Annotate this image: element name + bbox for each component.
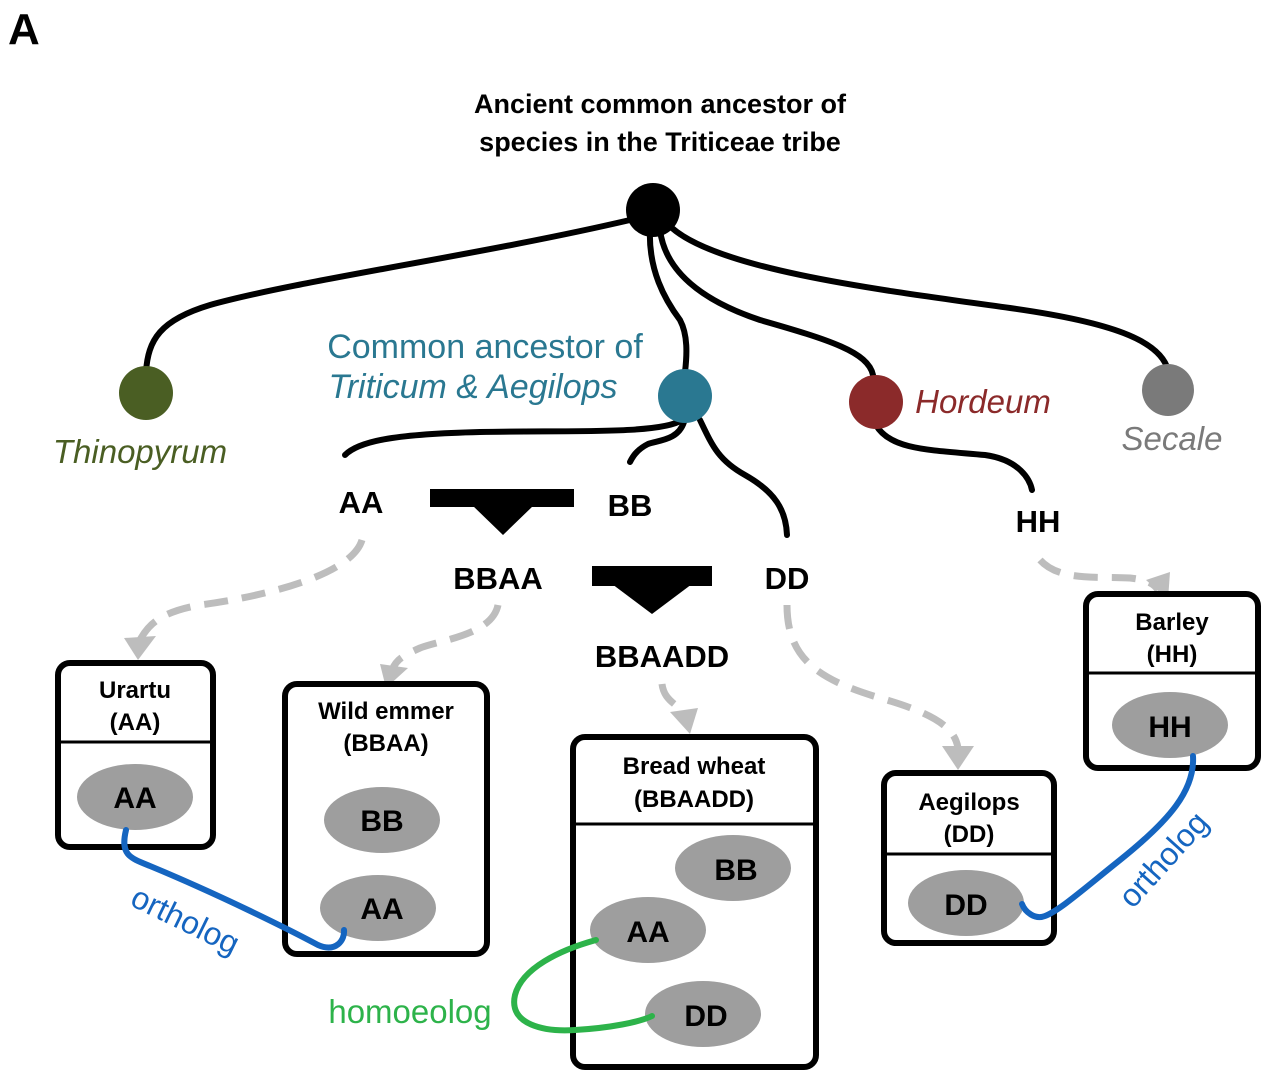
triticum-aegilops-label-line1: Common ancestor of <box>327 328 643 366</box>
wild-emmer-subgenome-bb-label: BB <box>360 805 403 838</box>
panel-label: A <box>8 5 40 54</box>
genome-aa: AA <box>339 485 384 520</box>
barley-subgenome-hh-label: HH <box>1148 711 1191 744</box>
branch-to-secale <box>669 225 1171 373</box>
aegilops-subgenome-dd-label: DD <box>944 889 987 922</box>
branch-to-hh <box>873 422 1035 493</box>
bread-wheat-subgenome-dd <box>645 981 761 1047</box>
branch-to-aa <box>342 417 685 458</box>
wild-emmer-name: Wild emmer <box>318 698 454 725</box>
branch-to-hordeum <box>657 227 876 378</box>
genome-hh: HH <box>1016 504 1061 539</box>
arrow-bbaa-to-wild-emmer <box>388 603 502 672</box>
merge-symbol-bbaa-dd <box>592 566 712 614</box>
wild-emmer-subgenome-aa <box>320 875 436 941</box>
wild-emmer-subgenome-bb <box>324 787 440 853</box>
ta-branches <box>342 417 790 538</box>
aegilops-name: Aegilops <box>918 789 1019 816</box>
bread-wheat-subgenome-aa-label: AA <box>626 916 669 949</box>
ortholog-connector-right <box>1019 753 1197 920</box>
barley-subgenome-hh <box>1112 692 1228 758</box>
species-box-wild-emmer: Wild emmer (BBAA) BB AA <box>282 681 490 957</box>
bread-wheat-subgenome-bb <box>675 835 791 901</box>
barley-genome: (HH) <box>1147 641 1198 668</box>
hordeum-node <box>849 375 903 429</box>
urartu-genome: (AA) <box>110 709 161 736</box>
triticum-aegilops-node <box>658 369 712 423</box>
genome-bb: BB <box>608 488 653 523</box>
arrow-aa-to-urartu <box>136 538 366 642</box>
species-box-aegilops: Aegilops (DD) DD <box>881 770 1057 946</box>
branch-to-triticum-aegilops <box>646 225 690 375</box>
secale-node <box>1142 364 1194 416</box>
root-title-line2: species in the Triticeae tribe <box>479 127 841 157</box>
root-title-line1: Ancient common ancestor of <box>474 89 847 119</box>
arrow-dd-to-aegilops <box>783 604 962 749</box>
urartu-name: Urartu <box>99 677 171 704</box>
branch-to-dd <box>697 417 790 538</box>
branch-to-bb <box>627 419 687 465</box>
genome-bbaa: BBAA <box>453 561 543 596</box>
root-node <box>626 183 680 237</box>
thinopyrum-node <box>119 366 173 420</box>
ortholog-label-left: ortholog <box>126 879 246 962</box>
wild-emmer-genome: (BBAA) <box>343 730 428 757</box>
secale-label: Secale <box>1122 420 1223 457</box>
aegilops-subgenome-dd <box>908 870 1024 936</box>
urartu-subgenome-aa <box>77 764 193 830</box>
species-box-urartu: Urartu (AA) AA <box>55 660 216 850</box>
arrow-hh-to-barley <box>1037 557 1161 593</box>
bread-wheat-subgenome-dd-label: DD <box>684 1000 727 1033</box>
aegilops-genome: (DD) <box>944 821 995 848</box>
urartu-subgenome-aa-label: AA <box>113 782 156 815</box>
merge-symbol-aa-bb <box>430 489 574 535</box>
genome-bbaadd: BBAADD <box>595 639 729 674</box>
species-box-bread-wheat: Bread wheat (BBAADD) BB AA DD <box>570 734 819 1070</box>
ortholog-connector-left <box>121 827 348 951</box>
species-box-barley: Barley (HH) HH <box>1083 591 1261 771</box>
thinopyrum-label: Thinopyrum <box>53 433 227 470</box>
bread-wheat-subgenome-aa <box>590 897 706 963</box>
arrow-bbaadd-to-bread-wheat <box>658 683 687 715</box>
bread-wheat-name: Bread wheat <box>623 753 766 780</box>
bread-wheat-genome: (BBAADD) <box>634 786 754 813</box>
triticum-aegilops-label-line2: Triticum & Aegilops <box>328 368 617 406</box>
root-branches <box>143 217 1171 378</box>
bread-wheat-subgenome-bb-label: BB <box>714 854 757 887</box>
genome-dd: DD <box>765 561 810 596</box>
homoeolog-label: homoeolog <box>328 993 491 1030</box>
barley-name: Barley <box>1135 609 1209 636</box>
hordeum-label: Hordeum <box>915 383 1051 420</box>
wild-emmer-subgenome-aa-label: AA <box>360 893 403 926</box>
homoeolog-connector <box>511 937 655 1034</box>
branch-to-thinopyrum <box>143 217 633 375</box>
